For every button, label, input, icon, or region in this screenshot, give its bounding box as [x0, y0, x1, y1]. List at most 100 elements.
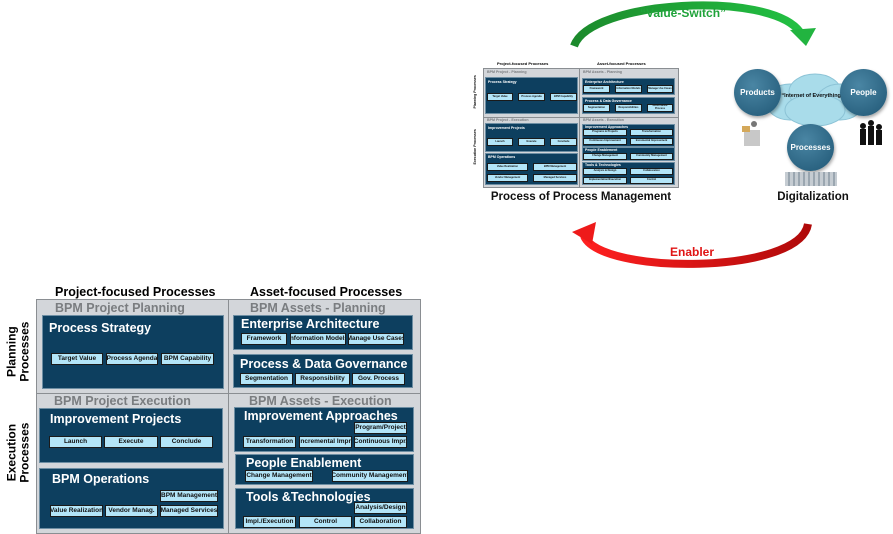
item-target-value: Target Value — [51, 353, 103, 365]
item-managed-services: Managed Services — [160, 505, 218, 517]
internet-of-everything-label: “Internet of Everything” — [781, 93, 844, 99]
item-responsibility: Responsibility — [295, 373, 350, 385]
mini-item: Managed Services — [533, 174, 577, 182]
item-community-management: Community Management — [332, 470, 408, 482]
mini-row-planning: Planning Processes — [473, 75, 478, 109]
mini-item: Collaboration — [630, 168, 673, 175]
products-people-icon — [742, 121, 760, 146]
block-title: Process & Data Governance — [240, 357, 408, 371]
mini-item: Continuous Improvement — [583, 138, 627, 145]
mini-item: Governance Process — [647, 104, 673, 112]
mini-col-project: Project-focused Processes — [497, 61, 549, 66]
digitalization-title: Digitalization — [777, 191, 849, 203]
mini-project-execution: BPM Project - Execution — [487, 118, 529, 122]
block-title: Process Strategy — [49, 321, 152, 335]
mini-block-title: People Enablement — [585, 148, 618, 152]
item-value-realization: Value Realization — [50, 505, 103, 517]
mini-improvement-projects: Improvement Projects — [485, 123, 578, 152]
mini-item: Incremental Improvement — [630, 138, 673, 145]
value-switch-arrow — [570, 1, 816, 48]
block-title: Improvement Projects — [50, 412, 182, 426]
item-conclude: Conclude — [160, 436, 213, 448]
enabler-label: Enabler — [670, 245, 715, 259]
people-circle: People — [840, 69, 887, 116]
enabler-arrow — [572, 222, 812, 268]
mini-item: Community Management — [630, 153, 673, 160]
mini-block-title: Tools & Technologies — [585, 163, 621, 167]
item-continuous-impr: Continuous Impr. — [354, 436, 407, 448]
item-change-management: Change Management — [245, 470, 313, 482]
mini-item: Segmentation — [583, 104, 610, 112]
mini-item: Process Agenda — [518, 93, 545, 101]
mini-item: BPM Management — [533, 163, 577, 171]
col-project-header: Project-focused Processes — [55, 285, 216, 299]
value-switch-label: “Value-Switch” — [640, 6, 727, 20]
block-title: Enterprise Architecture — [241, 317, 380, 331]
mini-item: Information Models — [615, 85, 642, 93]
ppm-title: Process of Process Management — [490, 191, 672, 203]
process-strategy-block: Process Strategy — [42, 315, 224, 389]
item-launch: Launch — [49, 436, 102, 448]
item-gov-process: Gov. Process — [352, 373, 405, 385]
products-circle: Products — [734, 69, 781, 116]
item-execute: Execute — [104, 436, 158, 448]
item-information-models: Information Models — [290, 333, 346, 345]
mini-item: Manage Use Cases — [647, 85, 673, 93]
item-analysis-design: Analysis/Design — [354, 502, 407, 514]
mini-item: Vendor Management — [487, 174, 528, 182]
item-impl-execution: Impl./Execution — [243, 516, 296, 528]
mini-item: Analysis & Design — [583, 168, 627, 175]
mini-block-title: BPM Operations — [488, 155, 516, 159]
assets-planning-label: BPM Assets - Planning — [250, 301, 386, 315]
cloud-shape — [765, 73, 865, 127]
project-execution-label: BPM Project Execution — [54, 394, 191, 408]
item-incremental-impr: Incremental Impr. — [299, 436, 352, 448]
col-asset-header: Asset-focused Processes — [250, 285, 403, 299]
mini-item: Control — [630, 177, 673, 184]
mini-item: Implementation/Execution — [583, 177, 627, 184]
circuit-image — [785, 172, 837, 186]
mini-item: Change Management — [583, 153, 627, 160]
people-group-icon — [860, 120, 882, 145]
item-manage-use-cases: Manage Use Cases — [348, 333, 404, 345]
mini-block-title: Enterprise Architecture — [585, 80, 624, 84]
item-control: Control — [299, 516, 352, 528]
mini-item: Target Value — [487, 93, 513, 101]
row-planning-label: Planning Processes — [4, 321, 31, 382]
processes-circle: Processes — [787, 124, 834, 171]
mini-assets-execution: BPM Assets - Execution — [583, 118, 625, 122]
item-process-agenda: Process Agenda — [106, 353, 158, 365]
mini-item: Programs & Projects — [583, 129, 627, 136]
mini-block-title: Process Strategy — [488, 80, 517, 84]
mini-item: Transformation — [630, 129, 673, 136]
mini-item: Launch — [487, 138, 513, 146]
block-title: Tools &Technologies — [246, 490, 371, 504]
mini-item: Conclude — [550, 138, 577, 146]
item-bpm-management: BPM Management — [160, 490, 218, 502]
block-title: BPM Operations — [52, 472, 150, 486]
item-program-project: Program/Project — [354, 422, 407, 434]
block-title: Improvement Approaches — [244, 409, 398, 423]
mini-col-asset: Asset-focused Processes — [597, 61, 646, 66]
row-execution-label: Execution Processes — [4, 422, 31, 483]
mini-item: Execute — [518, 138, 545, 146]
mini-item: BPM Capability — [550, 93, 577, 101]
item-vendor-manag: Vendor Manag. — [105, 505, 158, 517]
mini-assets-planning: BPM Assets - Planning — [583, 70, 623, 74]
mini-item: Value Realization — [487, 163, 528, 171]
item-segmentation: Segmentation — [240, 373, 293, 385]
item-bpm-capability: BPM Capability — [161, 353, 214, 365]
assets-execution-label: BPM Assets - Execution — [249, 394, 392, 408]
mini-item: Framework — [583, 85, 610, 93]
block-title: People Enablement — [246, 456, 362, 470]
mini-block-title: Improvement Approaches — [585, 125, 629, 129]
item-collaboration: Collaboration — [354, 516, 407, 528]
item-transformation: Transformation — [243, 436, 296, 448]
mini-block-title: Improvement Projects — [488, 126, 525, 130]
mini-row-execution: Execution Processes — [473, 129, 478, 165]
improvement-projects-block: Improvement Projects — [39, 408, 223, 463]
project-planning-label: BPM Project Planning — [55, 301, 185, 315]
mini-project-planning: BPM Project - Planning — [487, 70, 527, 74]
item-framework: Framework — [241, 333, 287, 345]
